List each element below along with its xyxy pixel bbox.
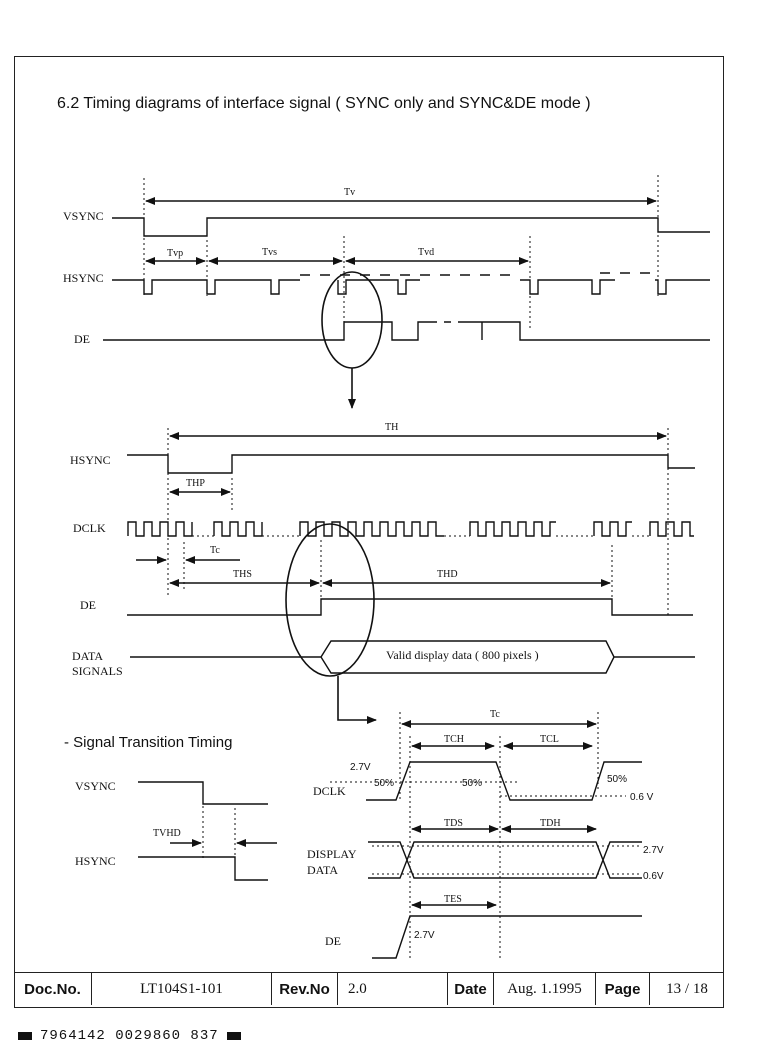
signal-transition-title: - Signal Transition Timing [64,734,232,751]
de-transition [372,915,642,959]
display-data-label: DISPLAY [307,847,357,861]
barcode-block-left [18,1032,32,1040]
level-50-a: 50% [374,778,394,789]
section-title: 6.2 Timing diagrams of interface signal … [57,95,591,112]
tcl-label: TCL [540,734,559,745]
date-value: Aug. 1.1995 [494,973,596,1005]
display-data-label-2: DATA [307,863,338,877]
hsync-detail-label: HSYNC [70,453,111,467]
hsync-transition-label: HSYNC [75,854,116,868]
tv-label: Tv [344,187,355,198]
rev-label: Rev.No [272,973,338,1005]
tds-label: TDS [444,818,463,829]
hsync-waveform [112,279,710,295]
dclk-transition-label: DCLK [313,784,346,798]
tc-label: Tc [210,545,220,556]
tes-label: TES [444,894,462,905]
tvd-label: Tvd [418,247,434,258]
de-label: DE [74,332,90,346]
valid-data-label: Valid display data ( 800 pixels ) [386,648,539,662]
vsync-label: VSYNC [63,209,104,223]
thp-label: THP [186,478,205,489]
hsync-label: HSYNC [63,271,104,285]
vsync-transition-label: VSYNC [75,779,116,793]
level-2-7v: 2.7V [350,762,371,773]
zoom-ellipse-2 [285,523,375,677]
page-label: Page [596,973,650,1005]
zoom-ellipse [321,271,383,369]
th-label: TH [385,422,398,433]
vsync-waveform [112,217,710,237]
de-detail-label: DE [80,598,96,612]
data-bus [130,640,695,674]
page-value: 13 / 18 [666,980,708,997]
level-50-c: 50% [607,774,627,785]
hsync-transition [138,856,268,881]
display-data-transition [368,841,642,879]
tvhd-label: TVHD [153,828,181,839]
tch-label: TCH [444,734,464,745]
de-waveform-detail [127,598,693,616]
dclk-waveform [127,521,694,537]
level-2-7v-c: 2.7V [414,930,435,941]
dclk-label: DCLK [73,521,106,535]
barcode: 7964142 0029860 837 [18,1028,241,1044]
doc-no-label: Doc.No. [14,973,92,1005]
level-2-7v-b: 2.7V [643,845,664,856]
rev-value: 2.0 [338,973,448,1005]
de-waveform [103,321,710,341]
date-label: Date [448,973,494,1005]
page-frame [14,56,724,1008]
barcode-block-right [226,1032,241,1040]
data-signals-label: DATA [72,649,103,663]
barcode-text: 7964142 0029860 837 [40,1028,219,1044]
ths-label: THS [233,569,252,580]
tc-label-2: Tc [490,709,500,720]
tdh-label: TDH [540,818,561,829]
hsync-waveform-detail [127,454,695,474]
dclk-transition [366,761,642,801]
footer-table: Doc.No. LT104S1-101 Rev.No 2.0 Date Aug.… [14,972,724,1005]
level-0-6v-b: 0.6V [643,871,664,882]
tvs-label: Tvs [262,247,277,258]
vsync-transition [138,781,268,805]
doc-no-value: LT104S1-101 [92,973,272,1005]
tvp-label: Tvp [167,248,183,259]
level-50-b: 50% [462,778,482,789]
level-0-6v: 0.6 V [630,792,654,803]
thd-label: THD [437,569,458,580]
data-signals-label-2: SIGNALS [72,664,123,678]
de-transition-label: DE [325,934,341,948]
